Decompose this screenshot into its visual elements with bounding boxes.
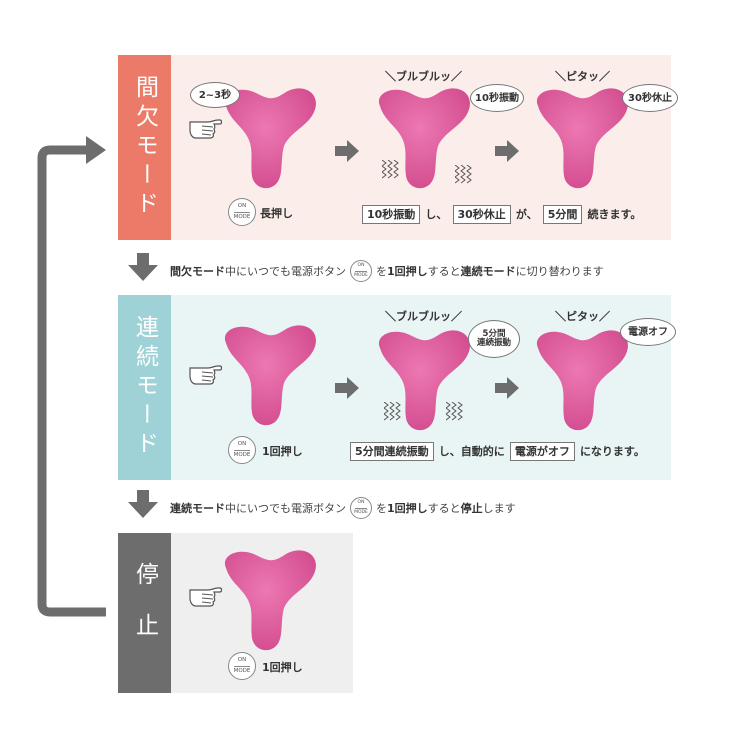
bubble-vibrate: 10秒振動 xyxy=(470,84,524,112)
return-loop-arrow-icon xyxy=(37,136,106,617)
desc-box: 電源がオフ xyxy=(509,442,575,461)
desc-box: 30秒休止 xyxy=(452,205,511,224)
desc-text: し、自動的に xyxy=(438,445,505,458)
right-arrow-icon xyxy=(495,377,519,399)
mode-label-stop: 停止 xyxy=(118,533,171,693)
desc-text: になります。 xyxy=(579,445,645,458)
pointing-hand-icon xyxy=(189,119,223,139)
vibration-lines-icon xyxy=(446,402,463,421)
description-intermittent: 10秒振動 し、 30秒休止 が、 5分間 続きます。 xyxy=(362,203,641,224)
sound-stop-text: ＼ピタッ／ xyxy=(555,310,610,323)
bubble-rest: 30秒休止 xyxy=(622,84,678,112)
desc-box: 5分間連続振動 xyxy=(350,442,434,461)
right-arrow-icon xyxy=(495,140,519,162)
desc-box: 5分間 xyxy=(542,205,583,224)
press-instruction: 1回押し xyxy=(262,445,303,458)
vibration-lines-icon xyxy=(455,165,472,184)
mode-label-intermittent: 間欠モード xyxy=(118,55,171,240)
press-instruction: 長押し xyxy=(260,207,293,220)
sound-stop-text: ＼ピタッ／ xyxy=(555,70,610,83)
sound-vibrate-text: ＼ブルブルッ／ xyxy=(385,70,462,83)
description-continuous: 5分間連続振動 し、自動的に 電源がオフ になります。 xyxy=(350,440,645,461)
right-arrow-icon xyxy=(335,140,359,162)
bubble-power-off: 電源オフ xyxy=(620,318,676,346)
pointing-hand-icon xyxy=(189,365,223,385)
massager-device-icon xyxy=(224,550,316,651)
sound-vibrate-text: ＼ブルブルッ／ xyxy=(385,310,462,323)
desc-text: が、 xyxy=(515,208,538,221)
mode-label-continuous: 連続モード xyxy=(118,295,171,480)
down-arrow-icon xyxy=(128,253,158,281)
vibration-lines-icon xyxy=(382,160,399,179)
desc-text: し、 xyxy=(425,208,448,221)
bubble-continuous-vibrate: 5分間連続振動 xyxy=(468,320,520,358)
press-instruction: 1回押し xyxy=(262,661,303,674)
right-arrow-icon xyxy=(335,377,359,399)
pointing-hand-icon xyxy=(189,587,223,607)
bubble-press-duration: 2~3秒 xyxy=(190,82,240,108)
desc-text: 続きます。 xyxy=(587,208,642,221)
massager-device-icon xyxy=(536,330,628,431)
massager-device-icon xyxy=(536,88,628,189)
massager-device-icon xyxy=(224,325,316,426)
down-arrow-icon xyxy=(128,490,158,518)
vibration-lines-icon xyxy=(384,402,401,421)
desc-box: 10秒振動 xyxy=(362,205,421,224)
